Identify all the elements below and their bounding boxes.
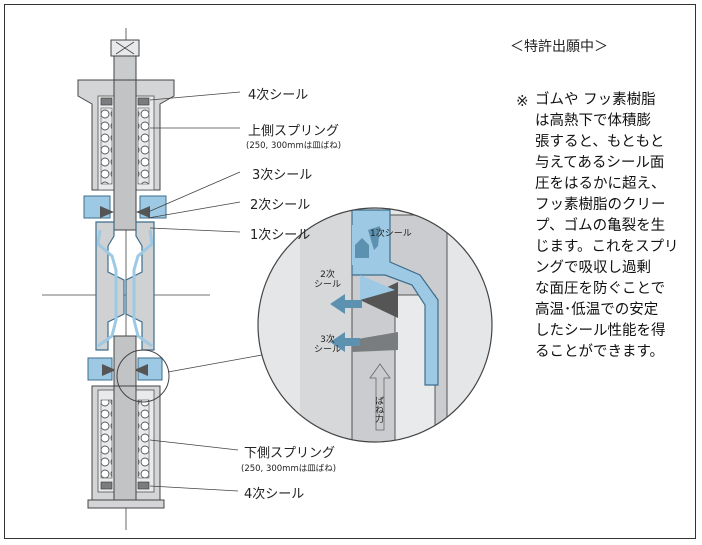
upper-seal: [83, 195, 167, 219]
label-seal4-top: 4次シール: [248, 88, 309, 103]
label-lower-spring: 下側スプリング: [244, 446, 336, 461]
magnify-link: [167, 354, 263, 373]
stem-top: [110, 39, 140, 81]
detail-label-seal2: 2次 シール: [314, 270, 342, 290]
label-seal3: 3次シール: [252, 168, 313, 183]
upper-body: [77, 79, 175, 231]
lower-body: [87, 335, 165, 509]
note-text: ゴムや フッ素樹脂 は高熱下で体積膨 張すると、もともと 与えてあるシール面 圧…: [535, 92, 679, 360]
detail-label-spring-force: ばね力: [373, 396, 383, 423]
label-seal2: 2次シール: [250, 198, 311, 213]
detail-label-seal3: 3次 シール: [314, 335, 342, 355]
detail-circle-outline: [257, 207, 493, 443]
label-upper-spring-note: (250, 300mmは皿ばね): [246, 141, 342, 151]
magnify-circle-small: [116, 349, 170, 403]
lower-seal: [87, 357, 163, 381]
leader-lines: [147, 91, 241, 492]
label-lower-spring-note: (250, 300mmは皿ばね): [241, 464, 337, 474]
detail-label-seal1: 1次シール: [370, 229, 412, 239]
detail-circle: [258, 208, 492, 442]
label-seal1: 1次シール: [250, 228, 311, 243]
note-mark: ※: [516, 92, 529, 110]
label-upper-spring: 上側スプリング: [248, 124, 340, 139]
label-seal4-bottom: 4次シール: [244, 487, 305, 502]
mid-body: [95, 221, 155, 351]
patent-pending-label: ＜特許出願中＞: [510, 39, 608, 55]
